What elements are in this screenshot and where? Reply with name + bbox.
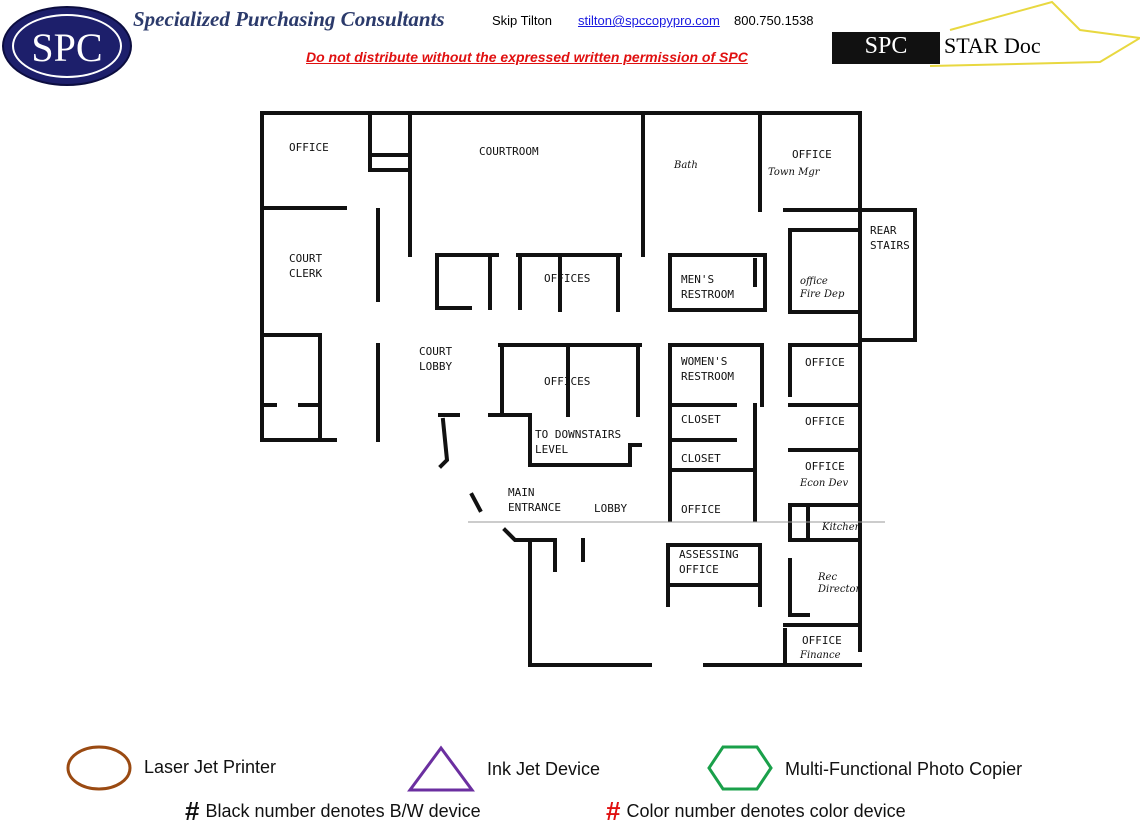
note-town-mgr: Town Mgr	[768, 167, 820, 178]
room-courtroom: COURTROOM	[479, 145, 539, 158]
note-rec-director: Rec Director	[818, 572, 861, 595]
room-rear-stairs: REAR STAIRS	[870, 224, 910, 252]
room-offices: OFFICES	[544, 272, 591, 285]
room-office: OFFICE	[805, 415, 845, 428]
contact-phone: 800.750.1538	[734, 13, 814, 28]
black-hash-icon: #	[185, 796, 200, 826]
note-finance: Finance	[800, 650, 841, 661]
star-logo-icon	[929, 0, 1140, 67]
room-offices: OFFICES	[544, 375, 591, 388]
room-mens-restroom: MEN'S RESTROOM	[681, 273, 734, 301]
room-lobby: LOBBY	[594, 502, 628, 515]
laser-printer-circle-icon	[66, 745, 132, 791]
legend-color-note: #Color number denotes color device	[606, 796, 906, 826]
room-to-downstairs: TO DOWNSTAIRS LEVEL	[535, 428, 622, 456]
note-bath: Bath	[674, 160, 698, 171]
contact-email-link[interactable]: stilton@spccopypro.com	[578, 13, 720, 28]
contact-name: Skip Tilton	[492, 13, 552, 28]
distribution-warning: Do not distribute without the expressed …	[306, 49, 748, 65]
mfp-hexagon-icon	[707, 745, 773, 791]
room-court-lobby: COURT LOBBY	[419, 345, 453, 373]
room-womens-restroom: WOMEN'S RESTROOM	[681, 355, 734, 383]
red-hash-icon: #	[606, 796, 621, 826]
room-office: OFFICE	[681, 503, 721, 516]
room-office: OFFICE	[805, 460, 845, 473]
spc-logo: SPC	[2, 6, 132, 86]
room-office: OFFICE	[792, 148, 832, 161]
room-office: OFFICE	[289, 141, 329, 154]
star-logo-spc: SPC	[832, 32, 940, 64]
legend-mfp: Multi-Functional Photo Copier	[785, 759, 1023, 779]
room-closet: CLOSET	[681, 452, 721, 465]
legend-inkjet: Ink Jet Device	[487, 759, 601, 779]
room-court-clerk: COURT CLERK	[289, 252, 323, 280]
legend-bw-note: #Black number denotes B/W device	[185, 796, 481, 826]
room-closet: CLOSET	[681, 413, 721, 426]
inkjet-triangle-icon	[407, 745, 475, 792]
room-office: OFFICE	[805, 356, 845, 369]
star-logo-text: STAR Doc	[944, 33, 1041, 58]
note-kitchen: Kitchen	[822, 522, 862, 533]
room-office: OFFICE	[802, 634, 842, 647]
room-main-entrance: MAIN ENTRANCE	[508, 486, 561, 514]
room-assessing-office: ASSESSING OFFICE	[679, 548, 739, 576]
note-economic: Econ Dev	[800, 478, 849, 489]
company-name: Specialized Purchasing Consultants	[133, 7, 445, 31]
legend-laser: Laser Jet Printer	[144, 757, 277, 777]
note-fire-dep: office Fire Dep	[800, 276, 845, 300]
